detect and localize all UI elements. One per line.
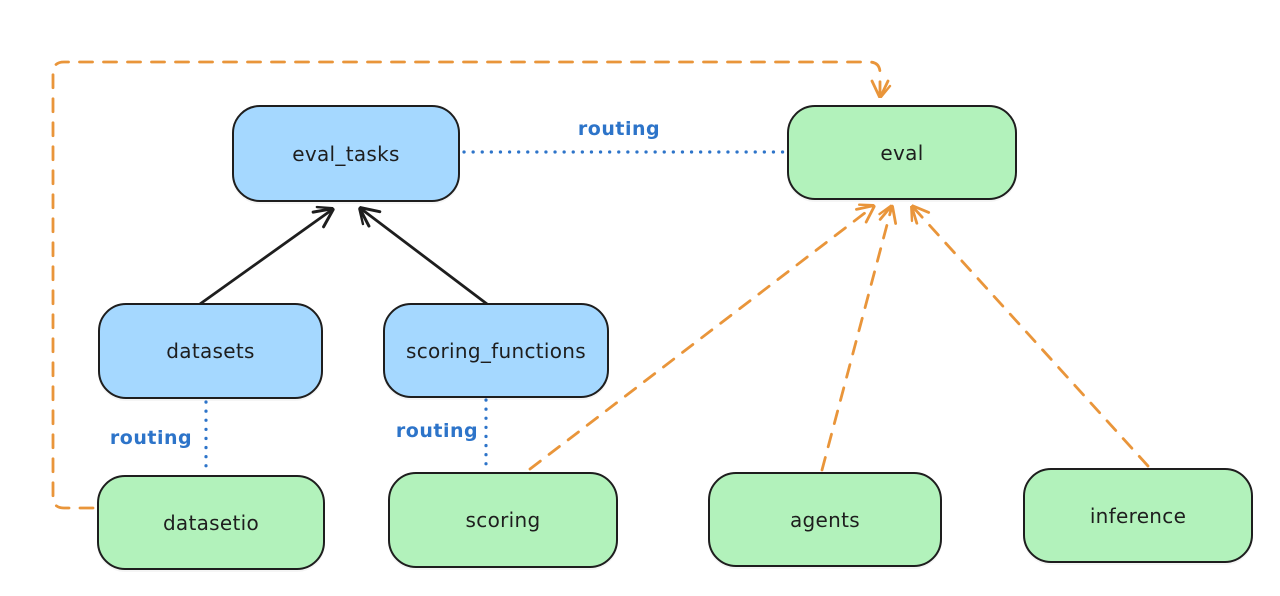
node-scoring: scoring xyxy=(388,472,618,568)
node-scoring-label: scoring xyxy=(465,508,541,532)
routing-label-datasets-datasetio: routing xyxy=(109,427,193,449)
node-scoring-functions-label: scoring_functions xyxy=(405,338,587,363)
edge-scoring-to-eval xyxy=(528,206,874,471)
edge-scoring-functions-to-eval-tasks xyxy=(360,208,489,306)
edge-inference-to-eval xyxy=(912,206,1150,468)
node-datasetio-label: datasetio xyxy=(162,510,260,535)
node-scoring-functions: scoring_functions xyxy=(383,303,609,398)
node-eval: eval xyxy=(787,105,1017,200)
node-eval-tasks-label: eval_tasks xyxy=(292,141,400,166)
node-inference: inference xyxy=(1023,468,1253,563)
node-inference-label: inference xyxy=(1089,503,1187,528)
edge-datasets-to-eval-tasks xyxy=(198,209,333,306)
edge-datasetio-to-eval xyxy=(51,60,880,510)
node-datasets-label: datasets xyxy=(166,339,255,363)
node-datasetio: datasetio xyxy=(97,475,325,570)
node-eval-tasks: eval_tasks xyxy=(232,105,460,202)
routing-label-scoring-functions-scoring: routing xyxy=(395,420,479,442)
node-agents: agents xyxy=(708,472,942,567)
node-datasets: datasets xyxy=(98,303,323,399)
edge-agents-to-eval xyxy=(820,206,892,472)
node-eval-label: eval xyxy=(880,140,924,165)
routing-label-eval-tasks-eval: routing xyxy=(577,118,661,140)
node-agents-label: agents xyxy=(790,507,860,532)
